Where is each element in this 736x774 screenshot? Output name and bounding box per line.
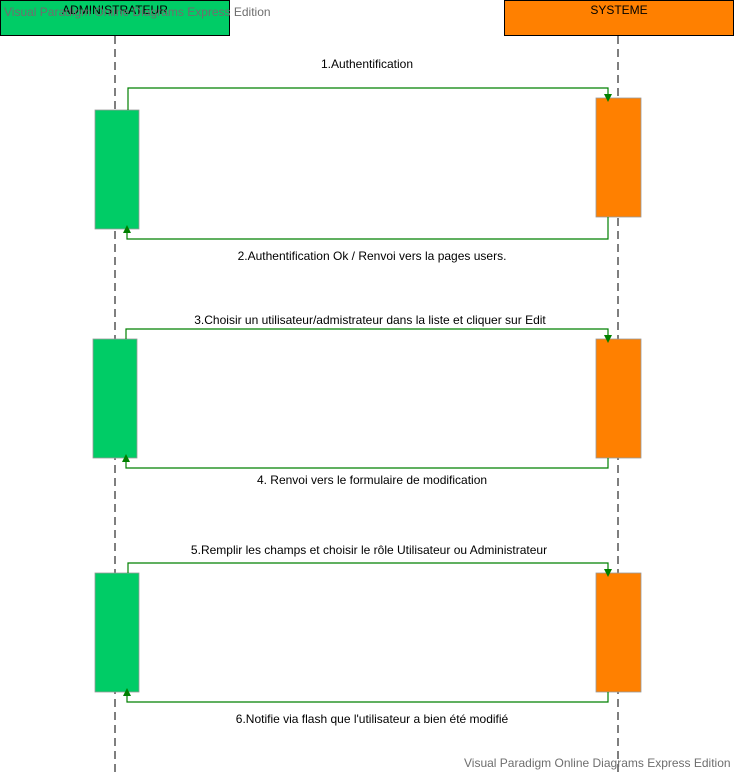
message-4-label: 4. Renvoi vers le formulaire de modifica… — [256, 473, 488, 487]
message-4-arrow — [122, 454, 609, 469]
message-1-arrow — [127, 87, 612, 110]
message-6-label: 6.Notifie via flash que l'utilisateur a … — [235, 712, 509, 726]
message-1-label: 1.Authentification — [320, 57, 414, 71]
actor-systeme-label: SYSTEME — [590, 3, 648, 17]
activation-admin-2 — [92, 338, 138, 459]
message-5-arrow — [127, 562, 612, 577]
activation-admin-3 — [94, 572, 140, 693]
message-2-arrow — [123, 217, 609, 240]
message-6-arrow — [123, 688, 609, 703]
activation-system-3 — [595, 572, 642, 693]
activation-admin-1 — [94, 109, 140, 230]
message-2-label: 2.Authentification Ok / Renvoi vers la p… — [237, 249, 507, 263]
message-5-label: 5.Remplir les champs et choisir le rôle … — [190, 543, 548, 557]
actor-administrateur-label: ADMINISTRATEUR — [62, 3, 168, 17]
activation-system-2 — [595, 338, 642, 459]
watermark-top: Visual Paradigm Online Diagrams Express … — [4, 5, 271, 19]
message-3-label: 3.Choisir un utilisateur/admistrateur da… — [194, 313, 546, 327]
watermark-bottom: Visual Paradigm Online Diagrams Express … — [464, 756, 731, 770]
actor-administrateur[interactable]: ADMINISTRATEUR — [0, 0, 230, 36]
activation-system-1 — [595, 97, 642, 218]
message-3-arrow — [125, 328, 612, 343]
actor-systeme[interactable]: SYSTEME — [504, 0, 734, 36]
